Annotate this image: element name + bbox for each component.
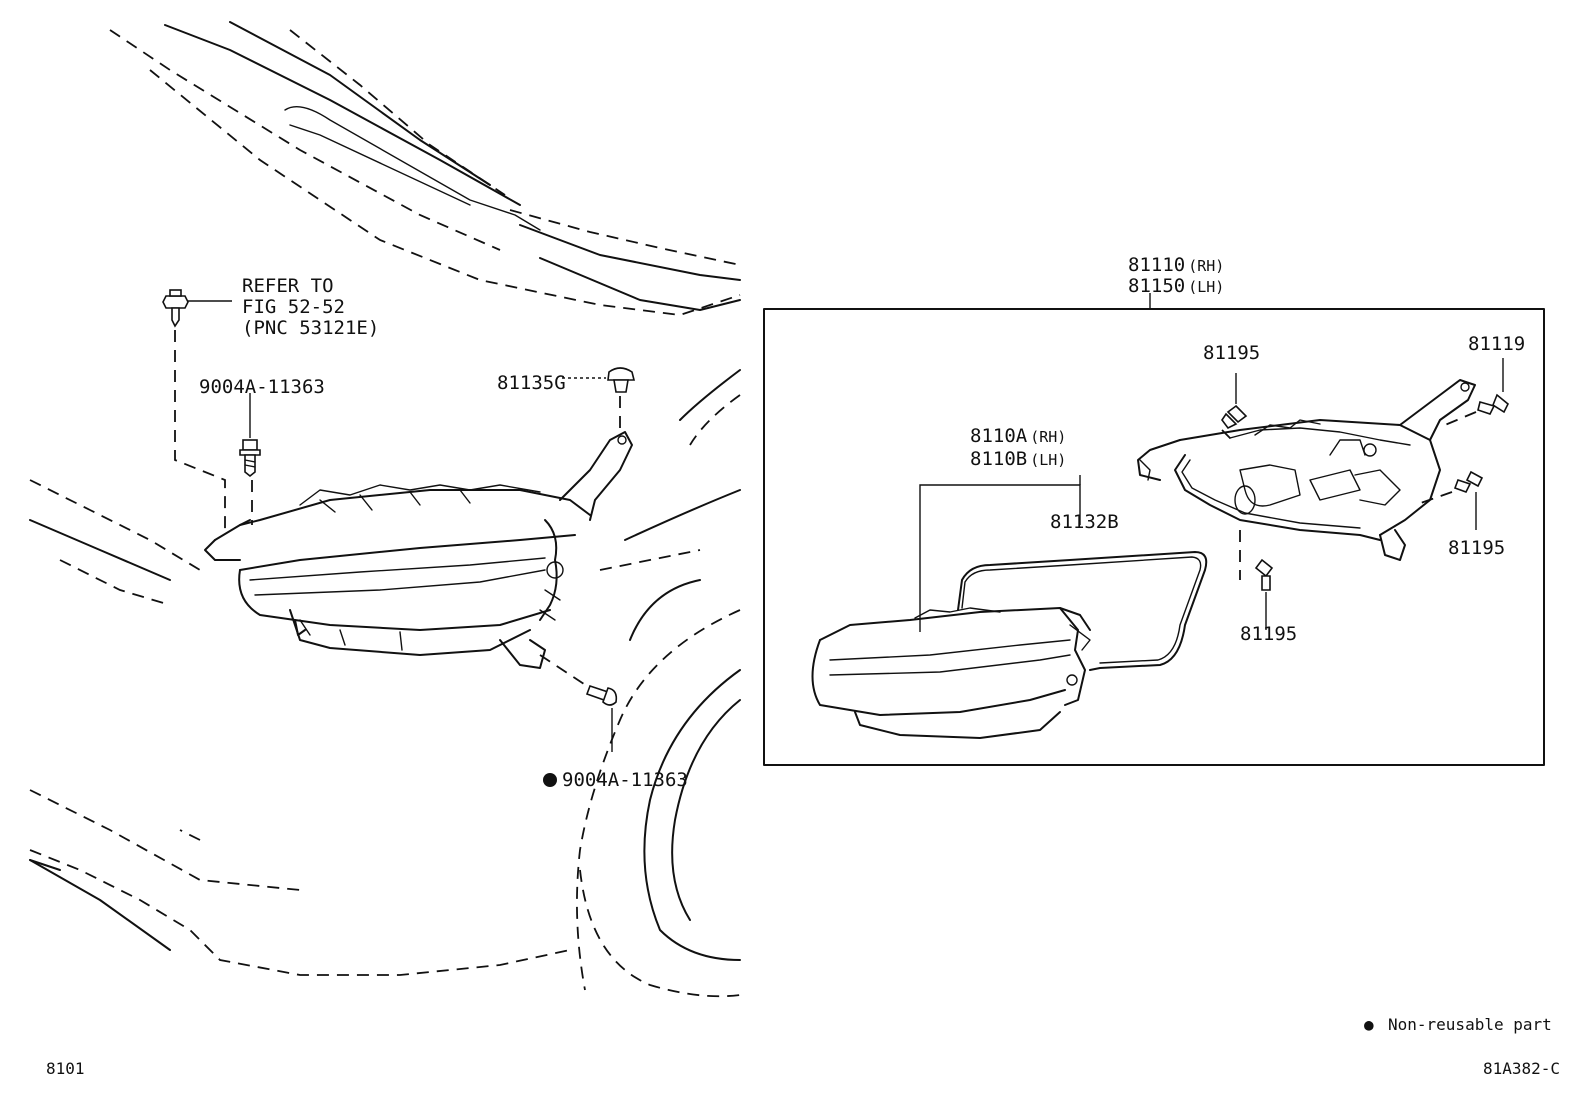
screw-right-install-path [1414,491,1453,506]
refer-note-line1: REFER TO [242,275,334,297]
illustration-code: 81A382-C [1483,1059,1560,1078]
part-label-clip-81135g[interactable]: 81135G [497,372,566,394]
part-label-screw-bottom[interactable]: 81195 [1240,623,1297,645]
vehicle-body-outline [29,21,741,998]
part-label-gasket[interactable]: 81132B [1050,511,1119,533]
lamp-unit-drawing [811,607,1091,739]
screw-81195-right-icon [1453,470,1484,493]
screw-81195-top-icon [1221,404,1248,430]
hood-bolt-install-path [174,330,226,535]
figure-number: 8101 [46,1059,85,1078]
part-label-screw-right[interactable]: 81195 [1448,537,1505,559]
part-label-upper-bolt[interactable]: 9004A-11363 [199,376,325,398]
part-label-assembly-rh[interactable]: 81110(RH) [1128,254,1224,276]
hood-bolt-icon [162,289,189,328]
clip-81119-install-path [1444,411,1477,426]
part-label-clip-81119[interactable]: 81119 [1468,333,1525,355]
lamp-housing-drawing [1137,379,1476,561]
part-label-lower-bolt[interactable]: 9004A-11363 [562,769,688,791]
lower-bolt-icon [585,684,618,706]
leader-lamp-unit [919,484,1081,632]
part-label-assembly-lh[interactable]: 81150(LH) [1128,275,1224,297]
headlamp-installed [204,431,633,669]
assembly-frame [763,308,1545,766]
legend-marker-icon: ● [1364,1015,1374,1034]
part-label-unit-rh[interactable]: 8110A(RH) [970,425,1066,447]
part-label-screw-top[interactable]: 81195 [1203,342,1260,364]
screw-top-install-path [1221,429,1233,441]
screw-81195-bottom-icon [1254,558,1274,591]
clip-81119-icon [1477,393,1510,415]
upper-bolt-icon [239,439,261,478]
clip-81135g-icon [607,367,636,393]
lower-bolt-install-path [539,654,591,689]
non-reusable-marker-icon [543,773,557,787]
refer-note-line3: (PNC 53121E) [242,317,379,339]
refer-note-line2: FIG 52-52 [242,296,345,318]
part-label-unit-lh[interactable]: 8110B(LH) [970,448,1066,470]
legend-non-reusable-label: Non-reusable part [1388,1015,1552,1034]
gasket-81132b-drawing [957,551,1208,671]
